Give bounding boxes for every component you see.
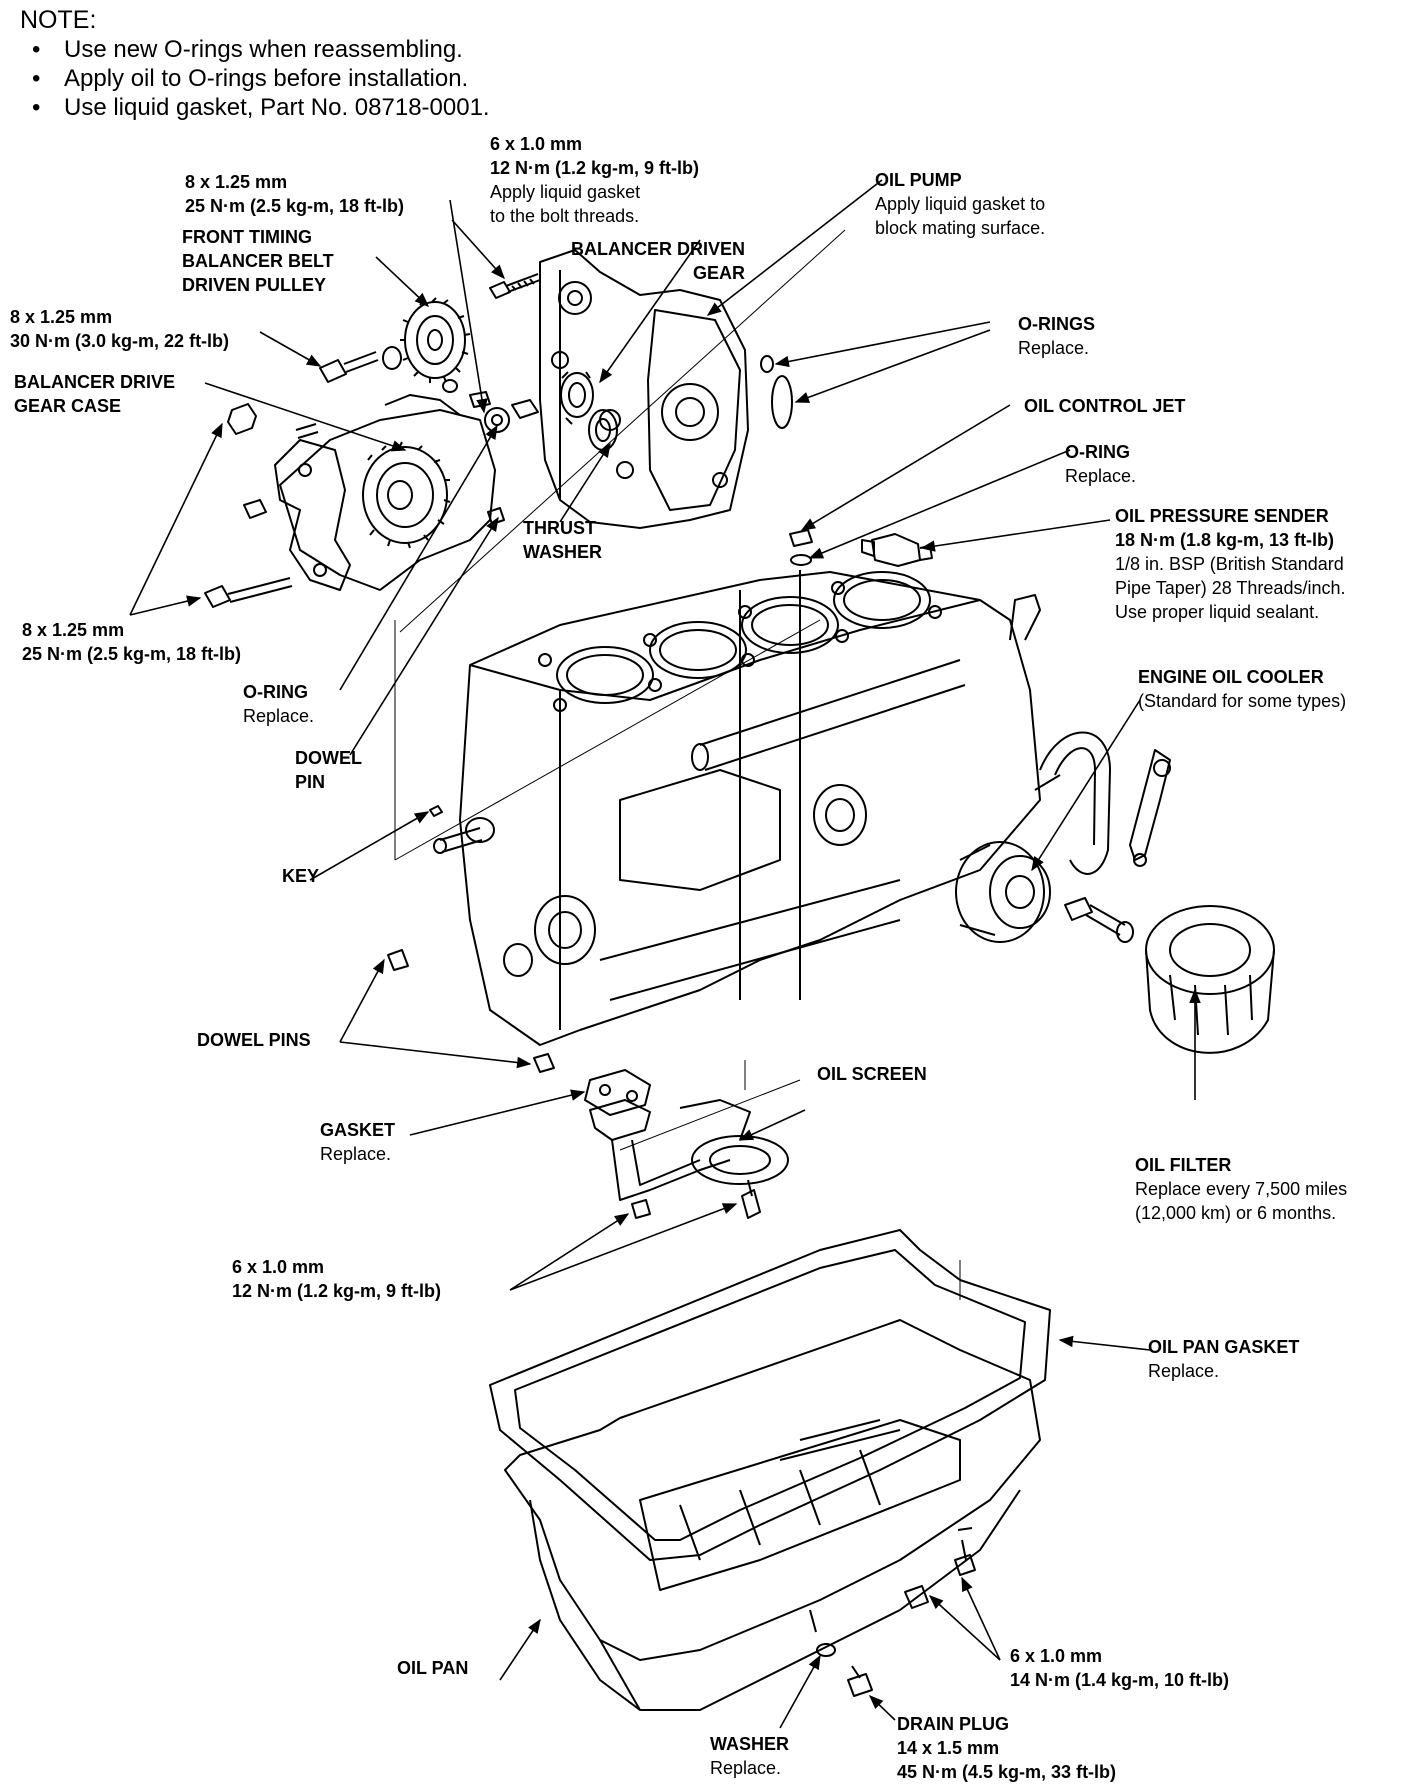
- label-drain-plug: DRAIN PLUG 14 x 1.5 mm 45 N·m (4.5 kg-m,…: [897, 1714, 1117, 1782]
- label-thrust-washer: THRUST WASHER: [523, 518, 603, 562]
- label-oil-pump: OIL PUMP Apply liquid gasket to block ma…: [875, 170, 1046, 238]
- oil-pump-housing: [539, 249, 749, 529]
- label-dowel-pins: DOWEL PINS: [197, 1030, 311, 1050]
- label-engine-oil-cooler: ENGINE OIL COOLER (Standard for some typ…: [1138, 667, 1347, 711]
- label-oil-control-jet: OIL CONTROL JET: [1024, 396, 1186, 416]
- label-bolt-8x125-30nm: 8 x 1.25 mm 30 N·m (3.0 kg-m, 22 ft-lb): [10, 307, 230, 351]
- label-balancer-drive-gear-case: BALANCER DRIVE GEAR CASE: [14, 372, 176, 416]
- label-front-timing-pulley: FRONT TIMING BALANCER BELT DRIVEN PULLEY: [182, 227, 334, 295]
- label-o-ring-right: O-RING Replace.: [1065, 442, 1137, 486]
- label-o-rings: O-RINGS Replace.: [1018, 314, 1096, 358]
- o-ring-large: [771, 375, 793, 429]
- label-bolt-6x1-screen: 6 x 1.0 mm 12 N·m (1.2 kg-m, 9 ft-lb): [232, 1257, 442, 1301]
- label-bolt-6x1-pan: 6 x 1.0 mm 14 N·m (1.4 kg-m, 10 ft-lb): [1010, 1646, 1230, 1690]
- key: [429, 805, 443, 817]
- label-bolt-6x1-top: 6 x 1.0 mm 12 N·m (1.2 kg-m, 9 ft-lb) Ap…: [490, 134, 700, 226]
- drain-washer: [816, 1643, 836, 1657]
- front-timing-pulley: [400, 297, 471, 383]
- drain-plug: [847, 1673, 873, 1697]
- label-bolt-8x125-top: 8 x 1.25 mm 25 N·m (2.5 kg-m, 18 ft-lb): [185, 172, 405, 216]
- note-item: •Apply oil to O-rings before installatio…: [32, 65, 469, 92]
- oil-pan: [504, 1319, 1041, 1711]
- balancer-driven-gear: [560, 371, 594, 425]
- dowel-pin-1: [387, 949, 409, 971]
- label-oil-pan: OIL PAN: [397, 1658, 469, 1678]
- label-o-ring-left: O-RING Replace.: [243, 682, 315, 726]
- label-oil-pan-gasket: OIL PAN GASKET Replace.: [1148, 1337, 1300, 1381]
- gear-case-gasket: [274, 439, 351, 591]
- oil-filter: [1145, 905, 1275, 1054]
- oil-control-jet: [789, 529, 813, 547]
- note-heading: NOTE:: [20, 6, 97, 34]
- o-ring-small: [760, 355, 774, 373]
- label-oil-filter: OIL FILTER Replace every 7,500 miles (12…: [1135, 1155, 1348, 1223]
- engine-block: [433, 570, 1041, 1046]
- dowel-pin-2: [533, 1053, 555, 1073]
- note-block: NOTE: •Use new O-rings when reassembling…: [20, 6, 490, 122]
- note-item: •Use liquid gasket, Part No. 08718-0001.: [32, 94, 490, 121]
- label-gasket: GASKET Replace.: [320, 1120, 396, 1164]
- label-oil-screen: OIL SCREEN: [817, 1064, 927, 1084]
- label-washer: WASHER Replace.: [710, 1734, 790, 1778]
- oil-screen: [589, 1099, 789, 1201]
- label-balancer-driven-gear: BALANCER DRIVEN GEAR: [570, 239, 745, 283]
- label-bolt-8x125-mid: 8 x 1.25 mm 25 N·m (2.5 kg-m, 18 ft-lb): [22, 620, 242, 664]
- oil-pan-gasket: [489, 1229, 1051, 1561]
- label-key: KEY: [282, 866, 320, 886]
- label-dowel-pin: DOWEL PIN: [295, 748, 362, 792]
- oil-pressure-sender: [861, 533, 933, 567]
- label-oil-pressure-sender: OIL PRESSURE SENDER 18 N·m (1.8 kg-m, 13…: [1115, 506, 1346, 622]
- bolt-6x1-top: [489, 273, 541, 299]
- engine-oil-cooler: [955, 731, 1171, 943]
- note-item: •Use new O-rings when reassembling.: [32, 36, 463, 63]
